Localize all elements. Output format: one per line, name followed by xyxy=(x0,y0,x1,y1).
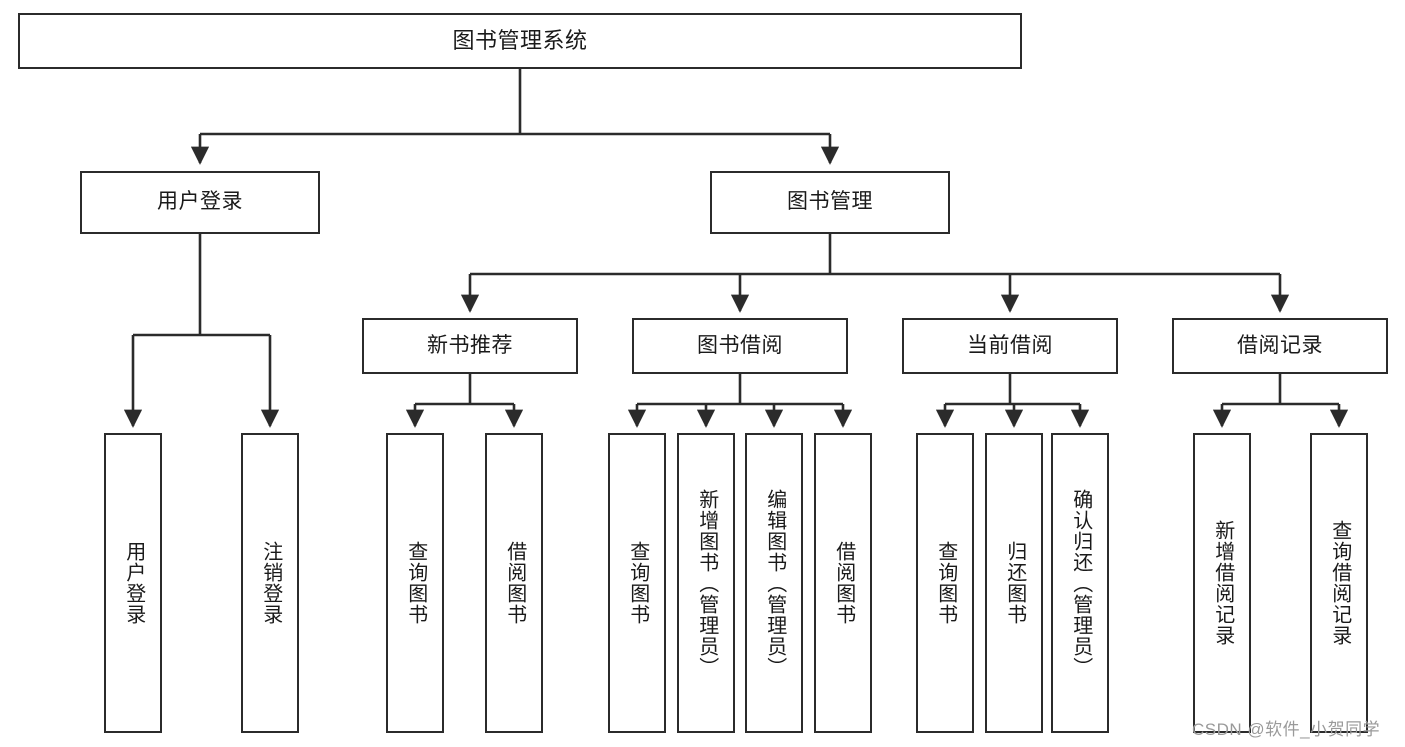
node-label: 借阅记录 xyxy=(1237,333,1323,357)
node-leaf-confirm-return-admin[interactable]: 确认归还（管理员） xyxy=(1051,433,1109,733)
node-root-book-management-system[interactable]: 图书管理系统 xyxy=(18,13,1022,69)
node-leaf-borrow-book-1[interactable]: 借阅图书 xyxy=(485,433,543,733)
node-leaf-add-borrow-record[interactable]: 新增借阅记录 xyxy=(1193,433,1251,733)
node-leaf-edit-book-admin[interactable]: 编辑图书（管理员） xyxy=(745,433,803,733)
node-leaf-user-login[interactable]: 用户登录 xyxy=(104,433,162,733)
node-new-book-recommend[interactable]: 新书推荐 xyxy=(362,318,578,374)
node-label: 用户登录 xyxy=(157,190,243,214)
node-label: 借阅图书 xyxy=(503,541,526,625)
node-leaf-query-borrow-record[interactable]: 查询借阅记录 xyxy=(1310,433,1368,733)
node-label: 确认归还（管理员） xyxy=(1069,488,1092,678)
node-current-borrow[interactable]: 当前借阅 xyxy=(902,318,1118,374)
node-label: 借阅图书 xyxy=(832,541,855,625)
node-label: 图书借阅 xyxy=(697,333,783,357)
node-label: 新增借阅记录 xyxy=(1211,520,1234,646)
node-book-borrow[interactable]: 图书借阅 xyxy=(632,318,848,374)
node-label: 查询图书 xyxy=(626,541,649,625)
node-label: 编辑图书（管理员） xyxy=(763,488,786,678)
node-label: 新增图书（管理员） xyxy=(695,488,718,678)
node-label: 归还图书 xyxy=(1003,541,1026,625)
node-book-management[interactable]: 图书管理 xyxy=(710,171,950,234)
node-leaf-query-book-2[interactable]: 查询图书 xyxy=(608,433,666,733)
node-label: 查询图书 xyxy=(934,541,957,625)
node-label: 用户登录 xyxy=(122,541,145,625)
node-leaf-add-book-admin[interactable]: 新增图书（管理员） xyxy=(677,433,735,733)
node-label: 新书推荐 xyxy=(427,333,513,357)
node-label: 查询借阅记录 xyxy=(1328,520,1351,646)
node-leaf-logout-login[interactable]: 注销登录 xyxy=(241,433,299,733)
node-label: 当前借阅 xyxy=(967,333,1053,357)
node-leaf-return-book[interactable]: 归还图书 xyxy=(985,433,1043,733)
node-label: 图书管理 xyxy=(787,190,873,214)
node-leaf-query-book-3[interactable]: 查询图书 xyxy=(916,433,974,733)
node-label: 注销登录 xyxy=(259,541,282,625)
csdn-watermark: CSDN @软件_小贺同学 xyxy=(1192,720,1381,739)
node-borrow-record[interactable]: 借阅记录 xyxy=(1172,318,1388,374)
node-label: 图书管理系统 xyxy=(452,28,588,54)
node-user-login[interactable]: 用户登录 xyxy=(80,171,320,234)
node-leaf-query-book-1[interactable]: 查询图书 xyxy=(386,433,444,733)
node-leaf-borrow-book-2[interactable]: 借阅图书 xyxy=(814,433,872,733)
node-label: 查询图书 xyxy=(404,541,427,625)
